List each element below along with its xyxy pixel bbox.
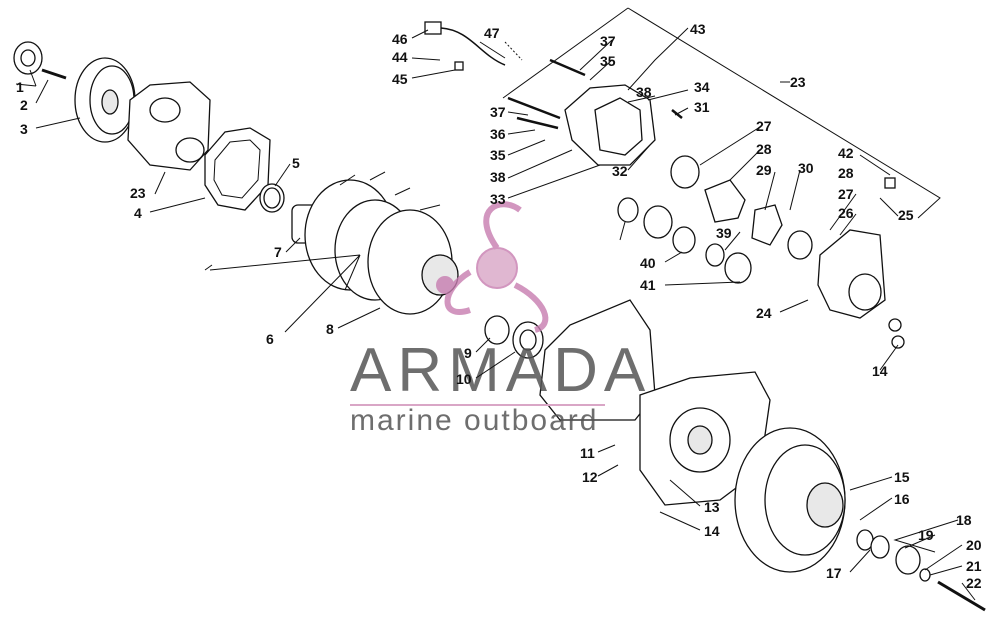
watermark-brand: ARMADA: [350, 336, 651, 405]
callout-38-mid: 38: [490, 169, 506, 185]
callout-40: 40: [640, 255, 656, 271]
callout-30: 30: [798, 160, 814, 176]
callout-39: 39: [716, 225, 732, 241]
callout-7: 7: [274, 244, 282, 260]
callout-22: 22: [966, 575, 982, 591]
callout-24: 24: [756, 305, 772, 321]
callout-34: 34: [694, 79, 710, 95]
callout-35-mid: 35: [490, 147, 506, 163]
drive-sheave-part: [74, 57, 136, 143]
sensor-wire-part: [424, 21, 523, 71]
callout-1: 1: [16, 79, 24, 95]
callout-23-right: 23: [790, 74, 806, 90]
seal-bearing-part: [617, 197, 752, 284]
callout-15: 15: [894, 469, 910, 485]
callout-47: 47: [484, 25, 500, 41]
callout-28-right: 28: [838, 165, 854, 181]
callout-20: 20: [966, 537, 982, 553]
callout-42: 42: [838, 145, 854, 161]
callout-12: 12: [582, 469, 598, 485]
callout-45: 45: [392, 71, 408, 87]
callout-8: 8: [326, 321, 334, 337]
chaincase-housing-part: [127, 81, 211, 171]
callout-18: 18: [956, 512, 972, 528]
callout-21: 21: [966, 558, 982, 574]
armada-logo: [436, 201, 549, 333]
chaincase-cover-part: [639, 371, 771, 506]
callout-5: 5: [292, 155, 300, 171]
callout-32: 32: [612, 163, 628, 179]
o-ring-part: [259, 183, 285, 213]
brake-pads-part: [670, 155, 813, 260]
callout-44: 44: [392, 49, 408, 65]
callout-31: 31: [694, 99, 710, 115]
bolt-part: [41, 68, 67, 80]
callout-26: 26: [838, 205, 854, 221]
callout-10: 10: [456, 371, 472, 387]
callout-3: 3: [20, 121, 28, 137]
callout-27-top: 27: [756, 118, 772, 134]
callout-14-bottom: 14: [704, 523, 720, 539]
callout-41: 41: [640, 277, 656, 293]
callout-11: 11: [580, 445, 595, 461]
callout-38-top: 38: [636, 84, 652, 100]
washer-stack-part: [856, 529, 986, 612]
callout-37-top: 37: [600, 33, 616, 49]
callout-27-right: 27: [838, 186, 854, 202]
callout-16: 16: [894, 491, 910, 507]
callout-35-top: 35: [600, 53, 616, 69]
leader-lines: [15, 7, 976, 601]
callout-36: 36: [490, 126, 506, 142]
callout-4: 4: [134, 205, 142, 221]
callout-28-top: 28: [756, 141, 772, 157]
secondary-sheave-part: [734, 427, 846, 573]
callout-29: 29: [756, 162, 772, 178]
callout-25: 25: [898, 207, 914, 223]
callout-2: 2: [20, 97, 28, 113]
callout-9: 9: [464, 345, 472, 361]
callout-37-mid: 37: [490, 104, 506, 120]
callout-23-left: 23: [130, 185, 146, 201]
callout-14-right: 14: [872, 363, 888, 379]
callout-43: 43: [690, 21, 706, 37]
callout-6: 6: [266, 331, 274, 347]
watermark: ARMADA marine outboard: [350, 201, 651, 437]
driven-clutch-part: [291, 171, 459, 315]
brake-caliper-part: [507, 58, 683, 166]
callout-17: 17: [826, 565, 842, 581]
watermark-tagline: marine outboard: [350, 404, 598, 437]
callout-19: 19: [918, 527, 934, 543]
callout-13: 13: [704, 499, 720, 515]
callout-labels: 1 2 3 4 5 6 7 8 9 10 11 12 13 14 14 15 1…: [16, 21, 982, 591]
bearing-housing-part: [817, 177, 905, 349]
callout-46: 46: [392, 31, 408, 47]
callout-33: 33: [490, 191, 506, 207]
retainer-ring-part: [13, 41, 43, 75]
